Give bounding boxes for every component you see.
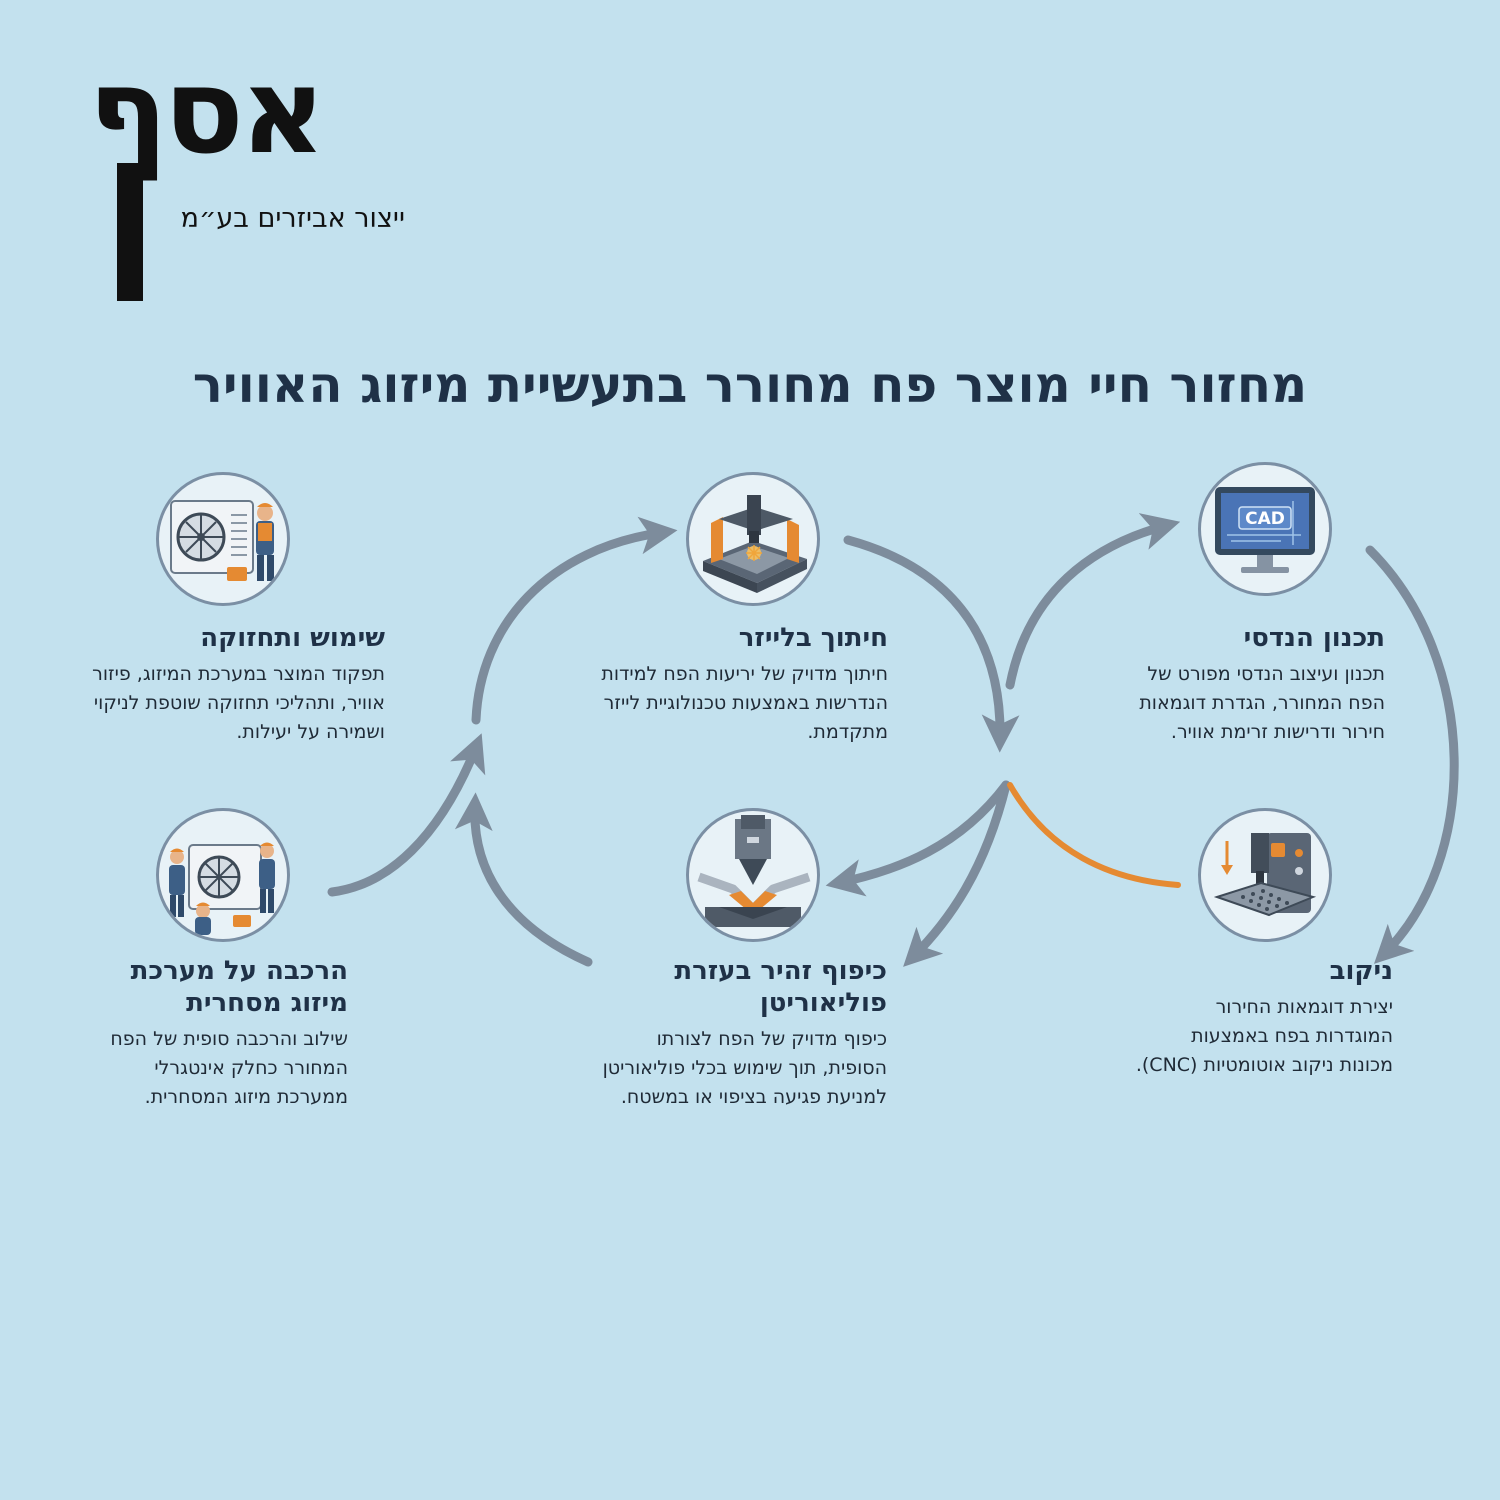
step-bending: כיפוף זהיר בעזרת פוליאוריטן כיפוף מדויק … bbox=[592, 955, 887, 1112]
step-description: חיתוך מדויק של יריעות הפח למידות הנדרשות… bbox=[601, 663, 888, 743]
step-title: שימוש ותחזוקה bbox=[200, 623, 385, 653]
step-description: כיפוף מדויק של הפח לצורתו הסופית, תוך שי… bbox=[602, 1028, 887, 1108]
assembly-team-icon bbox=[156, 808, 290, 942]
step-title: הרכבה על מערכת מיזוג מסחרית bbox=[130, 956, 348, 1018]
step-description: יצירת דוגמאות החירור המוגדרות בפח באמצעו… bbox=[1135, 996, 1393, 1076]
ac-unit-technician-icon bbox=[156, 472, 290, 606]
page-title: מחזור חיי מוצר פח מחורר בתעשיית מיזוג הא… bbox=[192, 356, 1308, 414]
company-logo: אסף ייצור אביזרים בע״מ bbox=[55, 42, 405, 301]
arrow-center-to-design bbox=[1005, 513, 1181, 690]
accent-curve-punching bbox=[1007, 782, 1181, 888]
step-title: ניקוב bbox=[1329, 956, 1393, 986]
logo-wordmark: אסף bbox=[88, 42, 326, 180]
step-usage: שימוש ותחזוקה תפקוד המוצר במערכת המיזוג,… bbox=[60, 622, 385, 747]
arrow-bending-to-loop bbox=[454, 792, 593, 967]
cad-monitor-icon: CAD bbox=[1198, 462, 1332, 596]
step-description: תפקוד המוצר במערכת המיזוג, פיזור אוויר, … bbox=[92, 663, 385, 743]
arrow-laser-to-center bbox=[843, 535, 1020, 753]
laser-cutter-icon bbox=[686, 472, 820, 606]
step-description: שילוב והרכבה סופית של הפח המחורר כחלק אי… bbox=[110, 1028, 348, 1108]
step-title: חיתוך בלייזר bbox=[738, 623, 888, 653]
logo-stem-mark bbox=[117, 163, 143, 301]
step-assembly: הרכבה על מערכת מיזוג מסחרית שילוב והרכבה… bbox=[80, 955, 348, 1112]
arrow-center-to-bending-lower bbox=[903, 780, 1011, 967]
arrow-loop-to-laser bbox=[471, 516, 678, 725]
arrow-assembly-to-loop bbox=[327, 733, 486, 897]
step-laser: חיתוך בלייזר חיתוך מדויק של יריעות הפח ל… bbox=[600, 622, 888, 747]
arrow-design-to-punching bbox=[1365, 545, 1459, 964]
step-title: תכנון הנדסי bbox=[1243, 623, 1385, 653]
step-title: כיפוף זהיר בעזרת פוליאוריטן bbox=[674, 956, 887, 1018]
step-design: תכנון הנדסי תכנון ועיצוב הנדסי מפורט של … bbox=[1105, 622, 1385, 747]
arrow-center-to-bending-upper bbox=[825, 780, 1011, 897]
logo-tagline: ייצור אביזרים בע״מ bbox=[180, 203, 405, 234]
step-description: תכנון ועיצוב הנדסי מפורט של הפח המחורר, … bbox=[1139, 663, 1385, 743]
cad-label: CAD bbox=[1245, 509, 1285, 529]
cnc-punch-icon bbox=[1198, 808, 1332, 942]
step-punching: ניקוב יצירת דוגמאות החירור המוגדרות בפח … bbox=[1135, 955, 1393, 1080]
press-brake-icon bbox=[686, 808, 820, 942]
